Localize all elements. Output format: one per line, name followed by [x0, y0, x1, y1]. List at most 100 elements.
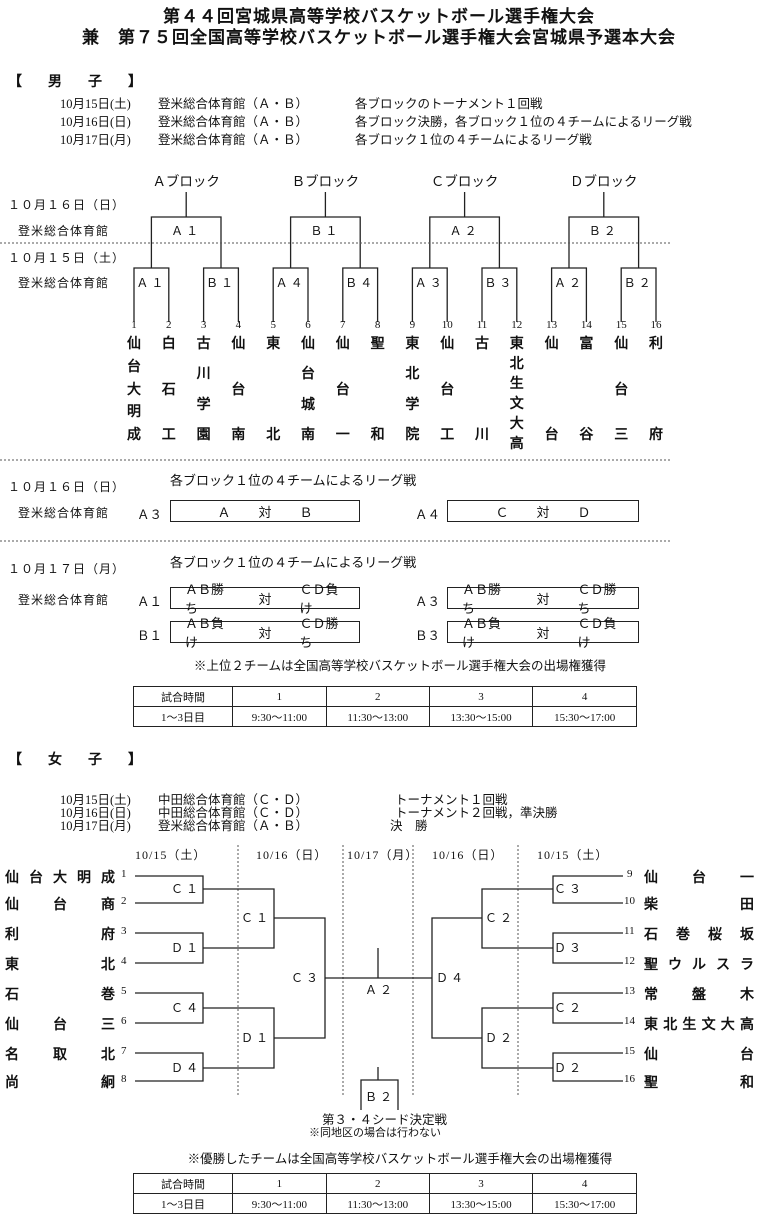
- team-name: 聖ウルスラ: [644, 954, 754, 974]
- team-name: 石巻: [5, 984, 115, 1004]
- team-name: 仙台: [543, 333, 561, 444]
- block-final-court: Ａ１: [171, 224, 202, 238]
- team-number: 5: [121, 985, 127, 997]
- team-name-char: 工: [440, 428, 455, 443]
- team-name-char: 利: [649, 337, 663, 352]
- team-name-char: 台: [440, 382, 455, 398]
- semifinal-court: Ｄ４: [435, 971, 467, 985]
- team-name-char: 工: [161, 428, 176, 443]
- team-name: 仙台商: [5, 894, 115, 914]
- time-table-row: 1～3日目 9:30～11:00 11:30～13:00 13:30～15:00…: [133, 1193, 637, 1214]
- team-name-char: 仙: [440, 337, 455, 352]
- league1-court-1: Ａ３: [137, 508, 163, 522]
- team-name-char: 大: [720, 1018, 735, 1033]
- game-vs: 対: [258, 625, 272, 641]
- third-place-label: 第３・４シード決定戦: [322, 1113, 448, 1127]
- team-number: 2: [166, 319, 172, 331]
- team-name: 東北: [5, 954, 115, 974]
- team-number: 3: [121, 925, 127, 937]
- team-name: 柴田: [644, 894, 754, 914]
- league1-venue: 登米総合体育館: [18, 506, 110, 520]
- block-name: Ｂブロック: [291, 174, 360, 189]
- team-name-char: 名: [5, 1048, 19, 1063]
- team-name: 石巻桜坂: [644, 924, 754, 944]
- schedule-venue: 登米総合体育館（Ａ・Ｂ）: [158, 133, 309, 147]
- league2-venue: 登米総合体育館: [18, 593, 110, 607]
- men-day2-label: １０月１６日（日）: [8, 198, 126, 212]
- team-name-char: 台: [231, 382, 246, 398]
- team-name-char: ス: [716, 958, 730, 973]
- team-name-char: 仙: [614, 337, 629, 352]
- team-name-char: 坂: [740, 928, 754, 943]
- round1-court: Ｃ３: [553, 882, 585, 896]
- team-name-char: 商: [101, 898, 115, 913]
- team-number: 4: [121, 955, 127, 967]
- team-name: 仙台城南: [299, 333, 317, 444]
- time-table-header: 試合時間 1 2 3 4: [133, 686, 637, 707]
- game-home: Ｃ: [495, 504, 509, 520]
- round1-court: Ｃ２: [553, 1001, 585, 1015]
- round2-court: Ｃ２: [484, 911, 516, 925]
- team-name-char: 盤: [692, 988, 706, 1003]
- team-name-char: 川: [196, 367, 211, 383]
- women-col-4: 10/16（日）: [432, 848, 504, 862]
- team-name: 仙台一: [334, 333, 352, 444]
- team-number: 3: [200, 319, 207, 331]
- team-number: 11: [476, 319, 488, 331]
- team-name-char: 東: [644, 1018, 658, 1033]
- team-name-char: 仙: [5, 871, 19, 886]
- round1-court: Ｄ３: [553, 941, 585, 955]
- team-number: 6: [305, 319, 311, 331]
- team-name: 東北生文大高: [508, 333, 526, 452]
- block-final-court: Ｂ２: [588, 224, 619, 238]
- first-round-court: Ｂ４: [345, 276, 376, 290]
- block-name: Ａブロック: [152, 174, 220, 189]
- game-away: Ｂ: [299, 504, 313, 520]
- team-number: 7: [340, 319, 346, 331]
- team-name-char: 台: [614, 382, 629, 398]
- team-name: 白石工: [160, 333, 178, 444]
- league2-court-1: Ａ１: [137, 595, 163, 609]
- team-name-char: 仙: [335, 337, 350, 352]
- team-name-char: 仙: [5, 1018, 19, 1033]
- cell: 9:30～11:00: [232, 1193, 327, 1214]
- team-name: 東北生文大高: [644, 1014, 754, 1034]
- team-name-char: 仙: [231, 337, 246, 352]
- schedule-venue: 登米総合体育館（Ａ・Ｂ）: [158, 115, 309, 129]
- semifinal-court: Ｃ３: [290, 971, 322, 985]
- men-day1-label: １０月１５日（土）: [8, 251, 126, 265]
- team-name-char: 明: [127, 405, 141, 421]
- game-home: ＡＢ勝ち: [462, 582, 502, 616]
- cell: 2: [325, 1173, 430, 1194]
- team-name-char: 常: [644, 988, 658, 1003]
- team-name-char: 聖: [370, 337, 385, 352]
- cell: 試合時間: [133, 686, 233, 707]
- first-round-court: Ｂ１: [205, 276, 237, 290]
- team-name-char: 明: [77, 871, 91, 886]
- round1-court: Ｃ１: [170, 882, 202, 896]
- game-vs: 対: [536, 504, 550, 520]
- team-name-char: 東: [5, 958, 19, 973]
- team-number: 2: [121, 895, 127, 907]
- team-name-char: ラ: [740, 958, 754, 973]
- time-table-row: 1～3日目 9:30～11:00 11:30～13:00 13:30～15:00…: [133, 706, 637, 727]
- team-name-char: 北: [663, 1018, 678, 1033]
- team-name-char: 石: [161, 382, 176, 398]
- game-away: Ｄ: [577, 504, 591, 520]
- team-name-char: 府: [101, 928, 115, 943]
- team-name-char: 院: [405, 427, 420, 443]
- team-number: 10: [441, 319, 453, 331]
- team-name-char: 園: [196, 427, 211, 443]
- team-name-char: 聖: [644, 1076, 658, 1091]
- round1-court: Ｄ４: [170, 1061, 202, 1075]
- round2-court: Ｄ２: [484, 1031, 516, 1045]
- team-name-char: 大: [127, 382, 141, 398]
- cell: 13:30～15:00: [428, 706, 534, 727]
- league2-court-2: Ａ３: [415, 595, 441, 609]
- team-name-char: ウ: [668, 958, 682, 973]
- schedule-date: 10月17日(月): [60, 133, 131, 147]
- cell: 2: [325, 686, 430, 707]
